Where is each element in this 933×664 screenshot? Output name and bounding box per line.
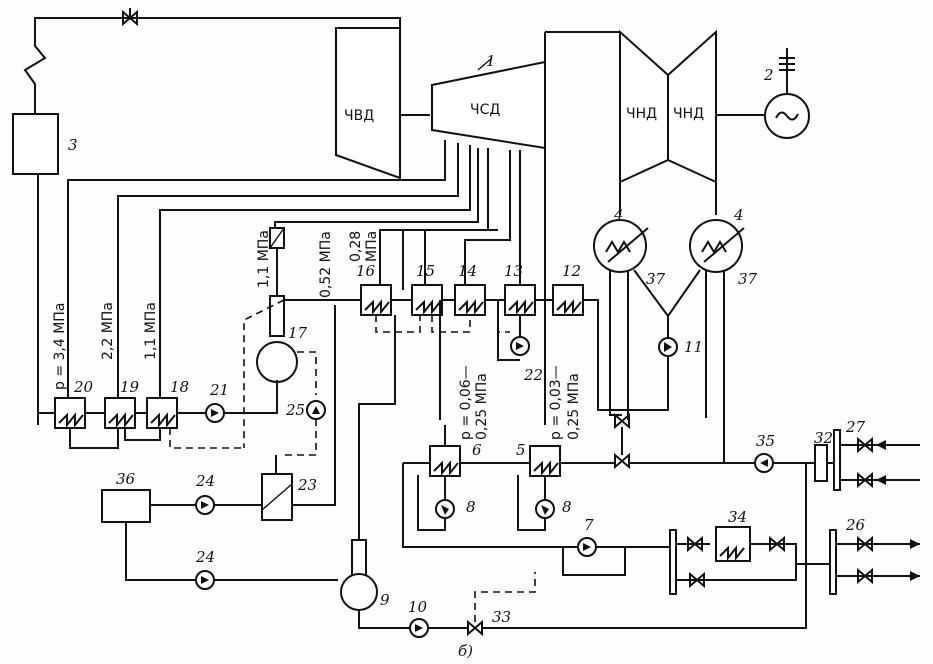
num-8a: 8: [466, 498, 476, 516]
num-27: 27: [845, 418, 866, 436]
num-7: 7: [584, 516, 594, 534]
label-hp: ЧВД: [344, 108, 374, 124]
boiler: [12, 113, 59, 175]
num-6: 6: [472, 441, 482, 459]
num-25: 25: [285, 401, 305, 419]
num-18: 18: [170, 378, 189, 396]
network-heaters: [402, 300, 615, 548]
num-24b: 24: [195, 548, 215, 566]
deaerator-vent: [243, 299, 285, 448]
num-13: 13: [504, 262, 523, 280]
param-p8a: p = 0,03—: [548, 365, 564, 440]
num-4b: 4: [733, 206, 744, 224]
num-26: 26: [845, 516, 866, 534]
num-37b: 37: [738, 270, 758, 288]
label-lp2: ЧНД: [673, 106, 704, 122]
generator: [764, 48, 810, 139]
num-16: 16: [356, 262, 376, 280]
condensate-to-heaters: [575, 299, 669, 411]
param-p6: 0,28: [348, 231, 364, 262]
drain-to-25: [297, 351, 317, 395]
num-1: 1: [486, 52, 496, 70]
num-8b: 8: [562, 498, 572, 516]
num-14: 14: [458, 262, 477, 280]
param-p3: 1,1 МПа: [143, 302, 159, 360]
return-header: [614, 412, 815, 470]
num-33: 33: [492, 608, 511, 626]
num-11: 11: [684, 338, 703, 356]
pump-25: [285, 400, 326, 456]
header-32-27: [814, 429, 920, 491]
extraction-lines: [67, 140, 546, 425]
condenser-right: [689, 182, 745, 273]
pump-24b: [195, 570, 215, 590]
pump-35: [754, 453, 774, 473]
param-p7b: 0,25 МПа: [474, 373, 490, 440]
condensate-collector: [633, 269, 701, 318]
pump-8b: [517, 475, 555, 531]
num-19: 19: [120, 378, 140, 396]
num-4a: 4: [613, 206, 624, 224]
param-p5: 0,52 МПа: [318, 231, 334, 298]
param-p4: 1,1 МПа: [256, 230, 272, 288]
cooling-loops: [609, 270, 725, 463]
num-5: 5: [516, 441, 526, 459]
chem-water-treatment: [101, 489, 151, 523]
supply-header: [669, 463, 920, 595]
condenser-left: [593, 182, 649, 273]
label-lp1: ЧНД: [626, 106, 657, 122]
param-p2: 2,2 МПа: [100, 302, 116, 360]
param-p6b: МПа: [364, 231, 380, 262]
num-15: 15: [416, 262, 435, 280]
turbine-hp: [335, 27, 430, 180]
num-34: 34: [728, 508, 747, 526]
num-20: 20: [73, 378, 94, 396]
pump-8a: [417, 475, 455, 531]
num-22: 22: [523, 366, 543, 384]
pump-11: [658, 337, 678, 357]
param-p8b: 0,25 МПа: [566, 373, 582, 440]
heater-drains: [375, 300, 520, 361]
pump-10: [409, 618, 468, 638]
valve-33: [467, 480, 807, 637]
num-24a: 24: [195, 472, 215, 490]
tank-9: [340, 315, 410, 629]
num-32: 32: [814, 429, 833, 447]
param-p7a: p = 0,06—: [458, 365, 474, 440]
pump-21: [205, 403, 225, 423]
turbine-pointer: [477, 57, 493, 71]
makeup-line-3: [125, 522, 196, 581]
num-9: 9: [380, 591, 390, 609]
label-ip: ЧСД: [470, 102, 500, 118]
num-36: 36: [116, 470, 136, 488]
param-p1: p = 3,4 МПа: [52, 303, 68, 390]
num-37a: 37: [646, 270, 666, 288]
heater-row: [285, 284, 584, 316]
figure-caption: б): [458, 642, 473, 660]
pump-24a: [195, 495, 215, 515]
num-3: 3: [68, 136, 78, 154]
num-12: 12: [562, 262, 581, 280]
evaporator-23: [261, 305, 336, 521]
num-21: 21: [209, 381, 229, 399]
num-17: 17: [288, 324, 308, 342]
pump-22: [510, 315, 530, 356]
num-23: 23: [297, 476, 317, 494]
pump-7: [562, 537, 670, 576]
hp-heaters: [38, 380, 278, 449]
num-35: 35: [756, 432, 775, 450]
num-2: 2: [763, 66, 774, 84]
main-steam-valve: [122, 8, 138, 27]
num-10: 10: [408, 598, 428, 616]
